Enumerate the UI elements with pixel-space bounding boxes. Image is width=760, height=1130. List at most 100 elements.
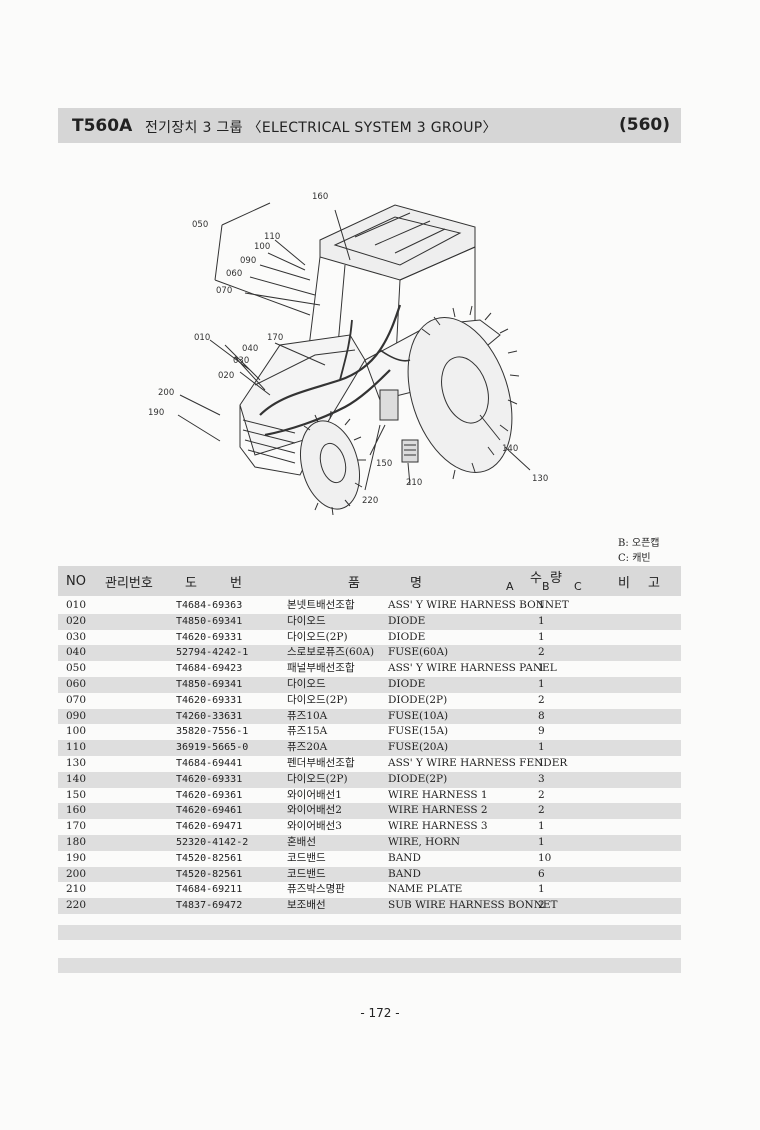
row-part-number: T4684-69211 bbox=[176, 884, 243, 896]
row-name-kr: 다이오드 bbox=[287, 677, 326, 690]
row-no: 220 bbox=[66, 899, 87, 912]
header-su: 수 bbox=[530, 571, 542, 586]
row-name-kr: 보조배선 bbox=[287, 899, 326, 912]
row-part-number: T4684-69363 bbox=[176, 600, 243, 611]
row-name-en: WIRE, HORN bbox=[388, 835, 461, 848]
row-qty-a: 10 bbox=[538, 851, 552, 864]
row-name-kr: 와이어배선2 bbox=[287, 804, 342, 817]
row-name-kr: 와이어배선1 bbox=[287, 788, 342, 801]
row-qty-a: 6 bbox=[538, 867, 545, 880]
row-qty-a: 2 bbox=[538, 899, 545, 912]
row-name-en: DIODE(2P) bbox=[388, 772, 448, 785]
row-part-number: T4850-69341 bbox=[176, 615, 243, 627]
row-no: 040 bbox=[66, 646, 87, 659]
row-part-number: T4837-69472 bbox=[176, 900, 243, 912]
model-name: T560A bbox=[72, 116, 133, 136]
row-name-kr: 스로보로퓨즈(60A) bbox=[287, 646, 375, 659]
header-mgmt: 관리번호 bbox=[105, 576, 153, 591]
callout-label: 170 bbox=[267, 333, 283, 343]
table-row: 220 T4837-69472 보조배선 SUB WIRE HARNESS BONNE… bbox=[58, 898, 681, 914]
row-qty-a: 9 bbox=[538, 725, 545, 738]
row-part-number: 52794-4242-1 bbox=[176, 647, 249, 659]
row-name-kr: 다이오드(2P) bbox=[287, 693, 348, 706]
row-no: 180 bbox=[66, 835, 87, 848]
legend-b: B: 오픈캡 bbox=[618, 538, 660, 549]
header-do: 도 bbox=[185, 576, 197, 591]
row-name-kr: 코드밴드 bbox=[287, 851, 326, 864]
row-qty-a: 2 bbox=[538, 646, 545, 659]
row-name-en: SUB WIRE HARNESS BONNET bbox=[388, 899, 558, 912]
row-qty-a: 8 bbox=[538, 709, 545, 722]
row-part-number: 35820-7556-1 bbox=[176, 726, 249, 738]
row-qty-a: 1 bbox=[538, 756, 545, 769]
row-part-number: T4684-69423 bbox=[176, 663, 243, 675]
header-go: 고 bbox=[648, 576, 660, 591]
row-no: 160 bbox=[66, 804, 87, 817]
row-part-number: T4520-82561 bbox=[176, 852, 243, 864]
callout-label: 020 bbox=[218, 371, 234, 381]
callout-label: 090 bbox=[240, 256, 256, 266]
row-name-en: DIODE bbox=[388, 677, 426, 690]
row-qty-a: 2 bbox=[538, 804, 545, 817]
row-name-kr: 다이오드(2P) bbox=[287, 630, 348, 643]
row-name-en: FUSE(15A) bbox=[388, 725, 449, 738]
callout-label: 140 bbox=[502, 444, 518, 454]
row-qty-a: 1 bbox=[538, 820, 545, 833]
row-name-en: FUSE(60A) bbox=[388, 646, 449, 659]
row-qty-a: 1 bbox=[538, 835, 545, 848]
legend-c: C: 캐빈 bbox=[618, 553, 651, 564]
row-name-kr: 다이오드 bbox=[287, 614, 326, 627]
empty-row-band bbox=[58, 925, 681, 940]
row-name-kr: 펜더부배선조합 bbox=[287, 756, 355, 769]
row-name-kr: 코드밴드 bbox=[287, 867, 326, 880]
callout-label: 040 bbox=[242, 344, 258, 354]
row-part-number: T4260-33631 bbox=[176, 710, 243, 722]
row-name-kr: 본넷트배선조합 bbox=[287, 599, 355, 611]
header-bi: 비 bbox=[618, 576, 630, 591]
callout-label: 050 bbox=[192, 220, 208, 230]
row-no: 090 bbox=[66, 709, 87, 722]
row-no: 010 bbox=[66, 599, 87, 611]
row-name-kr: 패널부배선조합 bbox=[287, 662, 355, 675]
row-no: 210 bbox=[66, 883, 87, 896]
callout-label: 160 bbox=[312, 192, 328, 202]
callout-label: 130 bbox=[532, 474, 548, 484]
row-name-en: BAND bbox=[388, 851, 421, 864]
row-no: 070 bbox=[66, 693, 87, 706]
callout-label: 200 bbox=[158, 388, 174, 398]
callout-label: 110 bbox=[264, 232, 280, 242]
row-part-number: T4620-69471 bbox=[176, 821, 243, 833]
row-name-kr: 퓨즈15A bbox=[287, 725, 328, 738]
callout-label: 210 bbox=[406, 478, 422, 488]
row-no: 030 bbox=[66, 630, 87, 643]
header-myeong: 명 bbox=[410, 576, 422, 591]
callout-label: 150 bbox=[376, 459, 392, 469]
row-name-kr: 와이어배선3 bbox=[287, 820, 342, 833]
row-qty-a: 1 bbox=[538, 662, 545, 675]
header-ryang: 량 bbox=[550, 571, 562, 586]
row-part-number: 36919-5665-0 bbox=[176, 742, 249, 754]
row-name-en: DIODE bbox=[388, 630, 426, 643]
row-name-en: DIODE(2P) bbox=[388, 693, 448, 706]
header-c: C bbox=[574, 580, 582, 593]
callout-labels: 160 050 110 100 090 060 070 010 170 040 … bbox=[148, 192, 548, 506]
row-name-en: FUSE(10A) bbox=[388, 709, 449, 722]
row-no: 020 bbox=[66, 614, 87, 627]
row-part-number: T4850-69341 bbox=[176, 678, 243, 690]
table-row: 070 T4620-69331 다이오드(2P) DIODE(2P) 2 bbox=[58, 693, 681, 709]
table-row: 090 T4260-33631 퓨즈10A FUSE(10A) 8 bbox=[58, 708, 681, 725]
row-part-number: T4620-69331 bbox=[176, 631, 243, 643]
row-qty-a: 2 bbox=[538, 693, 545, 706]
row-part-number: T4620-69331 bbox=[176, 694, 243, 706]
row-name-kr: 퓨즈10A bbox=[287, 709, 328, 722]
header-b: B bbox=[542, 580, 550, 593]
row-name-en: ASS' Y WIRE HARNESS FENDER bbox=[388, 756, 568, 769]
page-code: (560) bbox=[618, 115, 670, 135]
